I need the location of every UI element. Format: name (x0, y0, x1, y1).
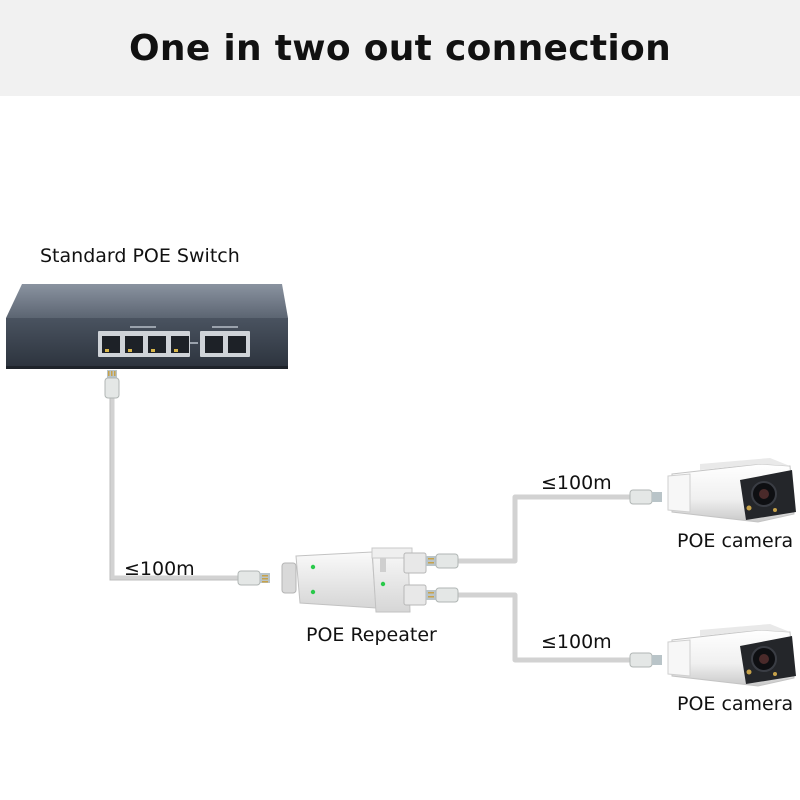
distance-label-top-right: ≤100m (541, 472, 612, 494)
page-title: One in two out connection (128, 27, 671, 69)
title-banner: One in two out connection (0, 0, 800, 96)
cables (109, 395, 640, 663)
bullet-camera-icon (667, 624, 796, 687)
distance-label-bottom-right: ≤100m (541, 631, 612, 653)
rj45-plug-icon (629, 489, 662, 505)
rj45-plug-icon (237, 570, 270, 586)
cable-repeater-to-camera-bottom (455, 592, 640, 663)
rj45-plug-icon (426, 587, 459, 603)
switch-label: Standard POE Switch (40, 245, 240, 267)
poe-repeater-icon (281, 547, 427, 613)
cable-switch-to-repeater (109, 395, 240, 581)
cable-repeater-to-camera-top (455, 494, 640, 564)
rj45-plug-icon (426, 553, 459, 569)
camera-label-bottom: POE camera (677, 693, 794, 715)
rj45-plug-icon (629, 652, 662, 668)
distance-label-left: ≤100m (124, 558, 195, 580)
poe-switch-icon (6, 284, 288, 369)
rj45-plug-icon (104, 370, 120, 399)
repeater-label: POE Repeater (306, 624, 437, 646)
bullet-camera-icon (667, 458, 796, 523)
camera-label-top: POE camera (677, 530, 794, 552)
